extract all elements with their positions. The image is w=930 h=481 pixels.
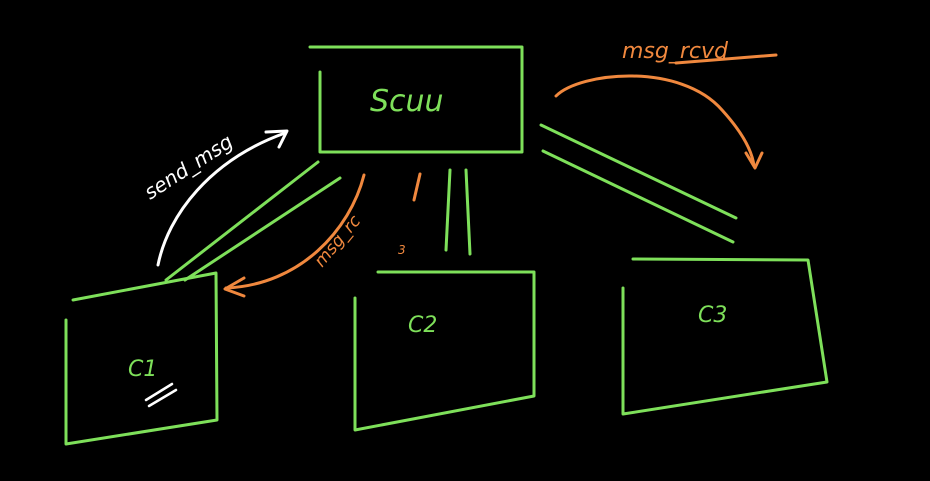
connection-server-c3 (539, 123, 738, 244)
c1-tick-mark-2 (147, 388, 178, 408)
client-c2-label: C2 (408, 313, 437, 338)
client-c3-box (621, 257, 829, 416)
msg-rcvd-underline (674, 53, 778, 65)
msg-rcvd-arrow: msg_rcvd (554, 39, 778, 170)
arrow-head-icon (264, 129, 289, 149)
arrow-head-icon (223, 276, 246, 298)
connection-server-c1 (164, 160, 342, 282)
connection-line (183, 176, 342, 282)
client-node-c1: C1 (64, 271, 219, 446)
server-label: Scuu (370, 84, 444, 119)
connection-line (164, 160, 320, 282)
connection-line (444, 168, 452, 252)
connection-line (464, 168, 472, 256)
client-c1-label: C1 (128, 357, 157, 382)
client-node-c2: C2 (353, 270, 536, 432)
c1-tick-mark-1 (144, 382, 174, 402)
client-c1-box (64, 271, 219, 446)
server-box (308, 45, 524, 154)
client-c3-label: C3 (698, 303, 727, 328)
arrow-head-icon (744, 151, 764, 170)
orange-stroke (412, 172, 422, 202)
server-node: Scuu (308, 45, 524, 154)
client-c2-box (353, 270, 536, 432)
send-msg-arrow-curve (156, 131, 287, 267)
connection-server-c2 (444, 168, 472, 256)
orange-arrow-curve (224, 173, 366, 290)
msg-rcvd-arrow-curve (554, 74, 756, 168)
client-node-c3: C3 (621, 257, 829, 416)
connection-line (541, 149, 735, 244)
msg-rcvd-small-subscript: 3 (398, 243, 406, 257)
msg-rcvd-small-label: msg_rc (311, 211, 366, 271)
connection-line (539, 123, 738, 220)
